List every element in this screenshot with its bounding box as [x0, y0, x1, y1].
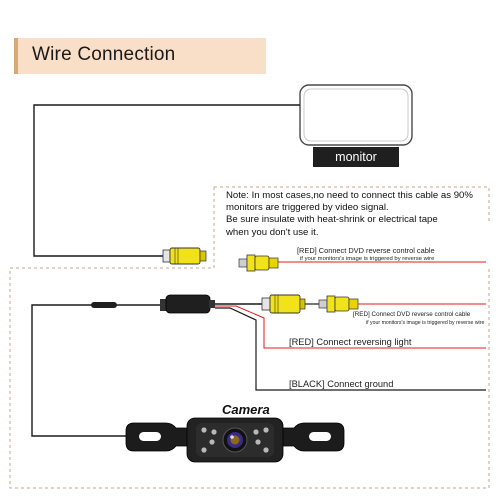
red-dvd-label-top: [RED] Connect DVD reverse control cable	[297, 246, 435, 255]
red-dvd-connector-top	[238, 254, 279, 272]
red-dvd-label-bottom: [RED] Connect DVD reverse control cable	[353, 311, 471, 318]
reversing-light-wire	[215, 305, 486, 349]
red-dvd-sublabel-top: if your monitors's image is triggered by…	[300, 256, 435, 262]
reversing-light-wire-black	[215, 307, 486, 391]
video-module-box	[160, 294, 215, 314]
camera-main-cable	[31, 304, 163, 437]
monitor-video-cable	[33, 104, 300, 257]
red-dvd-connector-bottom	[318, 295, 359, 313]
reversing-light-label: [RED] Connect reversing light	[289, 337, 412, 347]
dashed-outline	[214, 186, 490, 223]
monitor-screen	[299, 84, 413, 146]
camera-device	[125, 417, 345, 463]
note-line: Note: In most cases,no need to connect t…	[226, 190, 473, 201]
note-line: monitors are triggered by video signal.	[226, 202, 389, 214]
dashed-outline-left	[9, 187, 490, 489]
inline-sleeve	[91, 302, 117, 308]
page-title: Wire Connection	[32, 44, 176, 65]
title-banner	[14, 38, 266, 74]
title-accent	[14, 38, 18, 74]
monitor-label: monitor	[313, 147, 399, 167]
ground-label: [BLACK] Connect ground	[289, 379, 394, 389]
camera-rca-connector	[261, 294, 306, 314]
note-text: Note: In most cases,no need to connect t…	[226, 190, 492, 240]
monitor-rca-connector	[162, 247, 207, 265]
monitor-screen-inner	[303, 88, 409, 142]
camera-label: Camera	[222, 402, 270, 417]
note-line: Be sure insulate with heat-shrink or ele…	[226, 214, 438, 226]
note-line: when you don't use it.	[226, 226, 319, 238]
red-dvd-sublabel-bottom: if your monitors's image is triggered by…	[366, 320, 485, 326]
